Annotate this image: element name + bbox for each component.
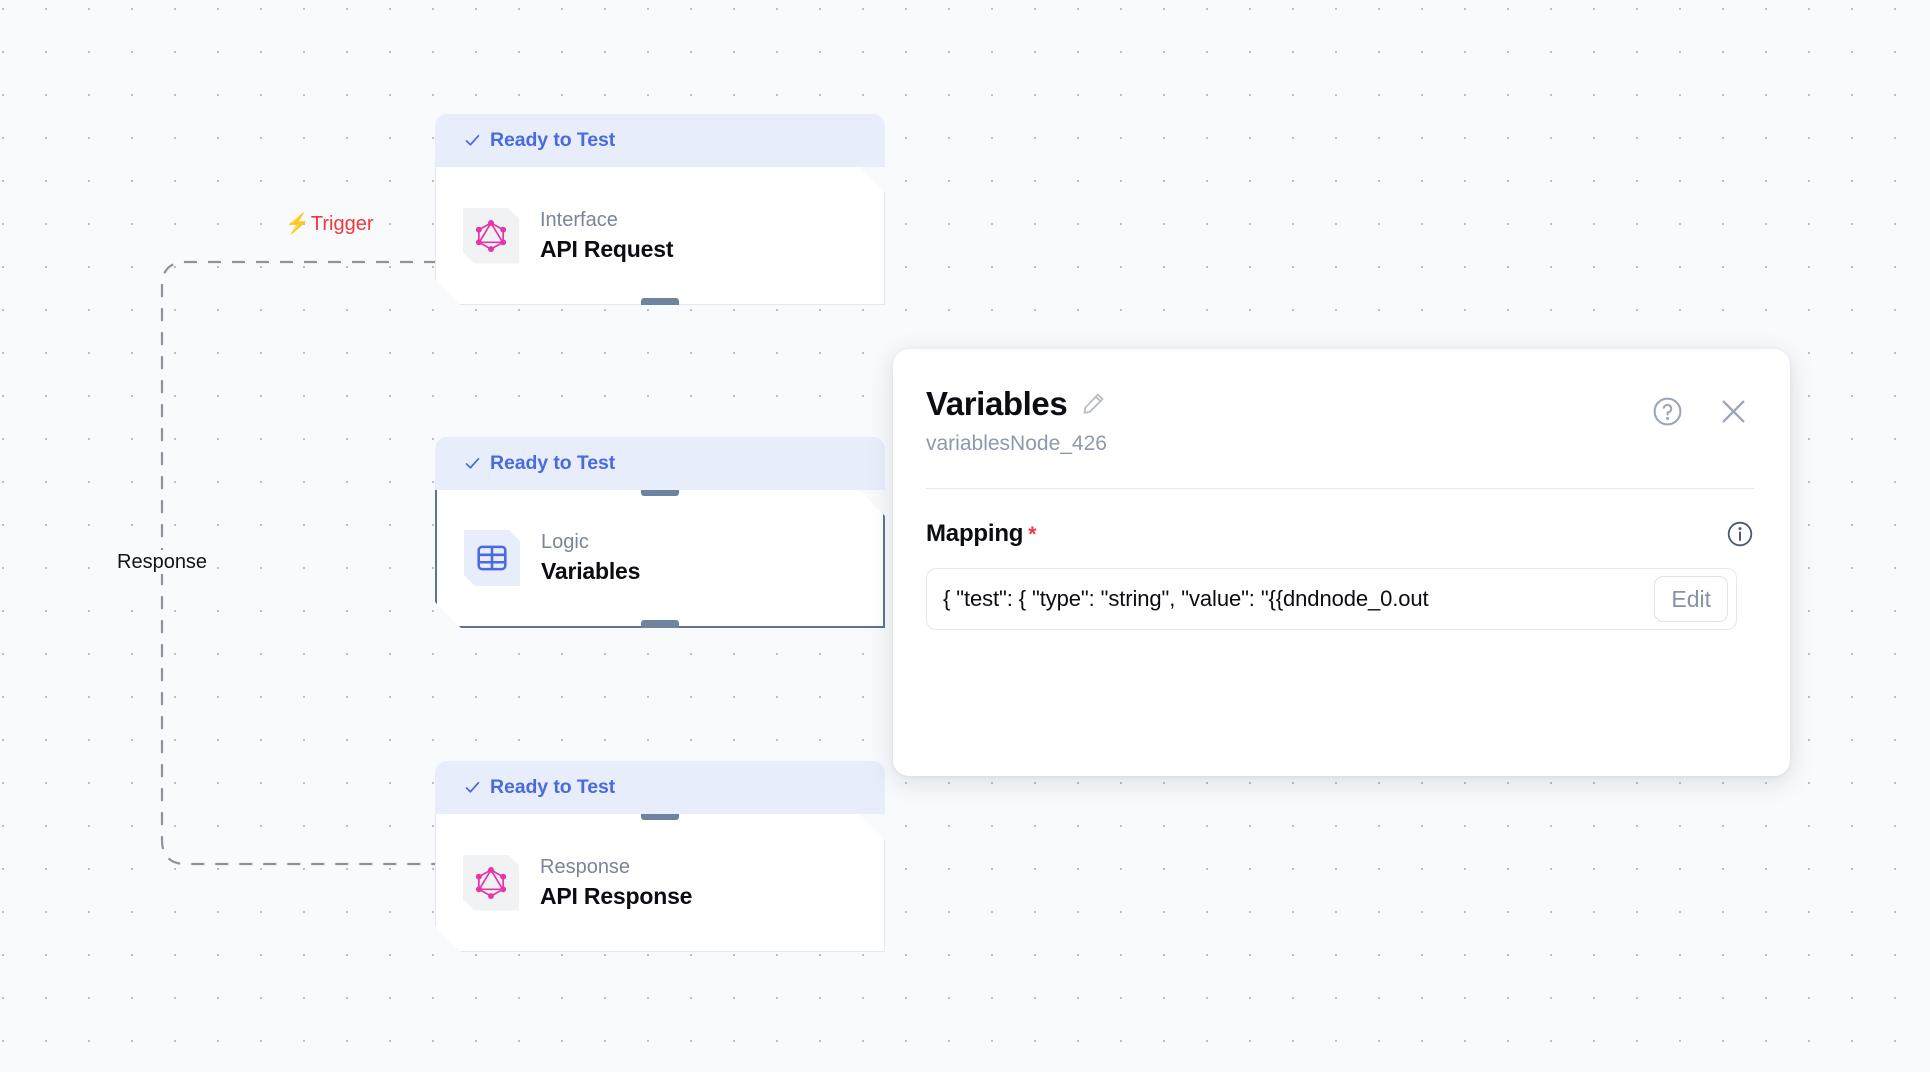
node-status-text: Ready to Test	[490, 776, 616, 798]
node-kind-label: Response	[540, 855, 631, 878]
node-status-banner: Ready to Test	[435, 114, 885, 167]
pencil-icon[interactable]	[1081, 391, 1106, 416]
node-title-label: API Response	[540, 882, 693, 909]
edge-label-trigger: ⚡ Trigger	[285, 214, 374, 234]
node-kind-label: Logic	[541, 531, 589, 554]
panel-divider	[926, 488, 1754, 489]
close-icon[interactable]	[1717, 395, 1750, 428]
panel-title: Variables	[926, 385, 1068, 422]
node-variables[interactable]: Ready to Test Logic Variables	[435, 437, 885, 628]
node-title-label: API Request	[540, 235, 674, 262]
node-config-panel[interactable]: Variables variablesNode_426	[893, 349, 1790, 776]
node-card[interactable]: Logic Variables	[435, 490, 885, 628]
node-api-request[interactable]: Ready to Test	[435, 114, 885, 305]
question-circle-icon[interactable]	[1651, 395, 1684, 428]
check-icon	[465, 457, 480, 469]
check-icon	[465, 781, 480, 793]
node-output-port[interactable]	[641, 298, 679, 311]
panel-subtitle: variablesNode_426	[926, 432, 1107, 455]
node-output-port[interactable]	[641, 620, 679, 633]
panel-header: Variables variablesNode_426	[926, 387, 1750, 454]
mapping-label: Mapping *	[926, 520, 1036, 548]
node-api-response[interactable]: Ready to Test	[435, 761, 885, 952]
node-text-group: Interface API Request	[540, 209, 673, 262]
node-text-group: Logic Variables	[541, 531, 640, 584]
info-circle-icon[interactable]	[1726, 520, 1754, 548]
edge-label-response: Response	[112, 550, 213, 574]
node-title-label: Variables	[541, 558, 641, 585]
edge-label-trigger-text: Trigger	[310, 213, 374, 235]
mapping-edit-button[interactable]: Edit	[1654, 576, 1728, 622]
graphql-icon	[463, 208, 519, 264]
mapping-field-header: Mapping *	[926, 520, 1754, 548]
check-icon	[465, 134, 480, 146]
mapping-input-value: { "test": { "type": "string", "value": "…	[943, 586, 1429, 611]
node-text-group: Response API Response	[540, 856, 692, 909]
mapping-input[interactable]: { "test": { "type": "string", "value": "…	[926, 568, 1737, 630]
required-marker: *	[1028, 523, 1037, 546]
node-status-banner: Ready to Test	[435, 437, 885, 490]
panel-title-row: Variables	[926, 387, 1107, 420]
mapping-label-text: Mapping	[926, 520, 1024, 547]
node-card[interactable]: Interface API Request	[435, 167, 885, 305]
node-kind-label: Interface	[540, 208, 618, 231]
node-status-text: Ready to Test	[490, 129, 616, 151]
node-status-banner: Ready to Test	[435, 761, 885, 814]
lightning-bolt-icon: ⚡	[285, 213, 310, 235]
panel-header-actions	[1651, 395, 1750, 428]
node-card[interactable]: Response API Response	[435, 814, 885, 952]
table-grid-icon	[464, 530, 520, 586]
graphql-icon	[463, 855, 519, 911]
node-status-text: Ready to Test	[490, 452, 616, 474]
